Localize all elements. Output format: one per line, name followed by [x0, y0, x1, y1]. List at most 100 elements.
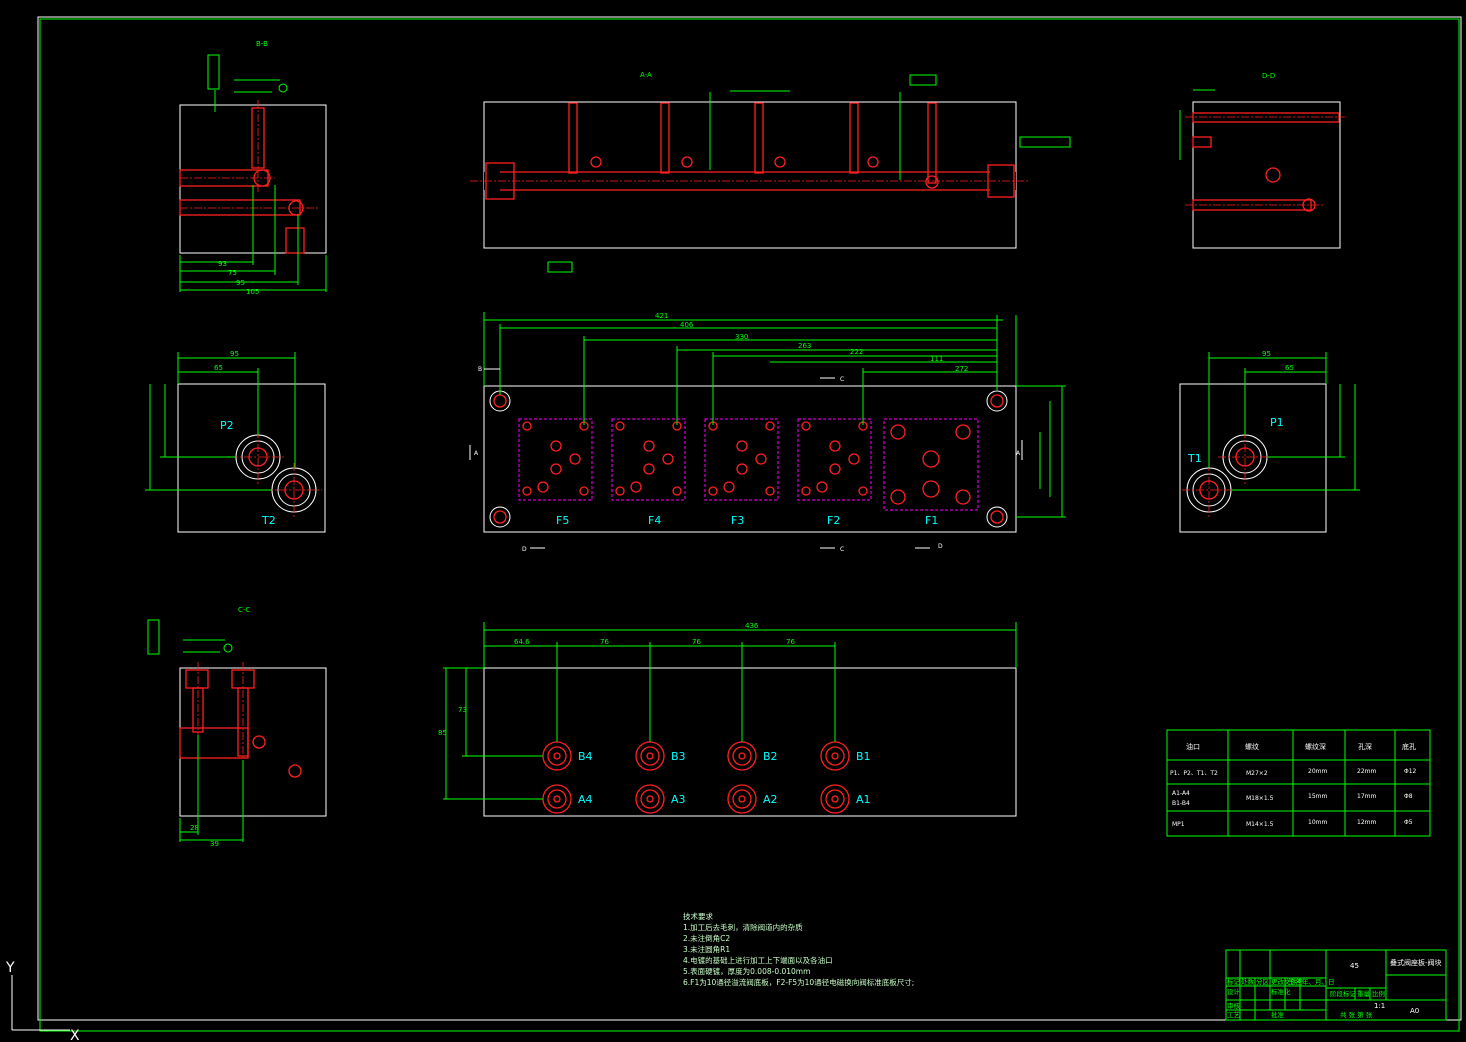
- note-line: 2.未注倒角C2: [683, 933, 730, 943]
- dim-75: 75: [228, 269, 237, 277]
- dim-93: 93: [218, 260, 227, 268]
- dim-95: 95: [236, 279, 245, 287]
- cut-marker-d-left: D: [522, 546, 527, 553]
- dim-222: 222: [850, 348, 863, 356]
- valve-pad-f1: [883, 418, 979, 511]
- tb-cell-review: 审核: [1227, 1001, 1241, 1010]
- technical-notes: 技术要求 1.加工后去毛刺，清除阀道内的杂质 2.未注倒角C2 3.未注圆角R1…: [683, 911, 914, 987]
- section-cc-view: 28 39 C-C: [147, 606, 327, 848]
- inner-frame: [39, 18, 1460, 1032]
- cut-marker-b: B: [478, 366, 482, 373]
- cut-marker-a-right: A: [1016, 450, 1021, 457]
- table-cell: 15mm: [1308, 793, 1327, 800]
- tb-cell-scale: 比例: [1372, 989, 1385, 998]
- tb-cell-count: 处数: [1241, 977, 1255, 986]
- note-line: 3.未注圆角R1: [683, 944, 730, 954]
- dim-263: 263: [798, 342, 811, 350]
- table-cell: 10mm: [1308, 819, 1327, 826]
- dim-85: 85: [438, 729, 447, 737]
- valve-pad-f3: [704, 418, 779, 501]
- port-f2: F2: [827, 514, 840, 527]
- port-f3: F3: [731, 514, 744, 527]
- tb-cell-approve: 批准: [1271, 1010, 1285, 1019]
- port-a3: A3: [671, 793, 686, 806]
- dim-330: 330: [735, 333, 748, 341]
- side-view-right: 95 65 P1 T1: [1179, 350, 1360, 533]
- dim-76-a: 76: [600, 638, 609, 646]
- dim-272: 272: [955, 365, 968, 373]
- port-f4: F4: [648, 514, 661, 527]
- section-cc-label: C-C: [238, 606, 250, 614]
- tb-cell-sheets: 共 张 第 张: [1340, 1010, 1373, 1019]
- dim-111: 111: [930, 355, 943, 363]
- ucs-y-label: Y: [5, 960, 15, 976]
- table-header-hole-depth: 孔深: [1358, 742, 1372, 751]
- tb-cell-change-doc: 更改文件号: [1271, 977, 1304, 986]
- port-a1: A1: [856, 793, 871, 806]
- port-b2: B2: [763, 750, 778, 763]
- section-aa-label: A-A: [640, 71, 652, 79]
- section-bb-view: 93 75 95 105 B-B: [179, 40, 327, 296]
- dim-65-left: 65: [214, 364, 223, 372]
- tb-cell-signature: 签名: [1288, 977, 1301, 986]
- side-view-left: 95 65 P2 T2: [145, 350, 326, 533]
- note-line: 5.表面硬镀，厚度为0.008-0.010mm: [683, 966, 810, 976]
- table-cell: 12mm: [1357, 819, 1376, 826]
- tb-drawing-name: 叠式阀座板-阀块: [1390, 958, 1442, 967]
- ucs-x-label: X: [70, 1028, 80, 1042]
- dim-95-left: 95: [230, 350, 239, 358]
- note-line: 1.加工后去毛刺，清除阀道内的杂质: [683, 922, 803, 932]
- tb-scale: 1:1: [1374, 1002, 1385, 1010]
- port-b4: B4: [578, 750, 593, 763]
- notes-title: 技术要求: [683, 911, 713, 921]
- tb-cell-date: 年、月、日: [1302, 977, 1335, 986]
- port-b1: B1: [856, 750, 871, 763]
- cut-marker-d-right: D: [938, 543, 943, 550]
- tb-cell-design: 设计: [1227, 987, 1241, 996]
- thread-table: 油口 螺纹 螺纹深 孔深 底孔 P1、P2、T1、T2 M27×2 20mm 2…: [1166, 729, 1431, 837]
- port-t1: T1: [1187, 452, 1202, 465]
- tb-cell-process: 工艺: [1227, 1011, 1241, 1019]
- tb-cell-stage: 阶段标记: [1330, 989, 1357, 998]
- valve-pad-f4: [611, 418, 686, 501]
- top-view-valves: 421 406 330 263 222 111 272 B D A A C C …: [469, 312, 1066, 553]
- port-b3: B3: [671, 750, 686, 763]
- table-cell: 17mm: [1357, 793, 1376, 800]
- table-header-thread: 螺纹: [1245, 742, 1259, 751]
- dim-95-right: 95: [1262, 350, 1271, 358]
- table-cell: M14×1.5: [1246, 821, 1274, 828]
- section-dd-view: D-D: [1179, 72, 1345, 249]
- dim-39: 39: [210, 840, 219, 848]
- table-cell: Φ8: [1404, 793, 1413, 800]
- front-view-ports: 436 64.6 76 76 76 85 73 B4 B3 B2 B1 A4 A…: [438, 622, 1017, 817]
- port-a2: A2: [763, 793, 778, 806]
- cut-marker-c-bottom: C: [840, 546, 844, 553]
- dim-421: 421: [655, 312, 668, 320]
- table-cell: M27×2: [1246, 770, 1268, 777]
- port-f5: F5: [556, 514, 569, 527]
- port-a4: A4: [578, 793, 593, 806]
- note-line: 4.电镀的基础上进行加工上下端面以及各油口: [683, 955, 833, 965]
- valve-pad-f2: [797, 418, 872, 501]
- section-aa-view: A-A: [470, 71, 1071, 273]
- section-bb-label: B-B: [256, 40, 268, 48]
- dim-73: 73: [458, 706, 467, 714]
- tb-cell-weight: 重量: [1357, 990, 1371, 998]
- table-cell: Φ5: [1404, 819, 1413, 826]
- port-p2: P2: [220, 419, 234, 432]
- dim-76-b: 76: [692, 638, 701, 646]
- table-cell: P1、P2、T1、T2: [1170, 770, 1218, 777]
- note-line: 6.F1为10通径溢流阀底板，F2-F5为10通径电磁换向阀标准底板尺寸;: [683, 977, 914, 987]
- cut-marker-a-left: A: [474, 450, 479, 457]
- table-cell: MP1: [1172, 821, 1185, 828]
- table-cell: M18×1.5: [1246, 795, 1274, 802]
- port-f1: F1: [925, 514, 938, 527]
- table-cell: 20mm: [1308, 768, 1327, 775]
- dim-436: 436: [745, 622, 759, 630]
- tb-cell-standard: 标准化: [1271, 987, 1291, 996]
- dim-105: 105: [246, 288, 259, 296]
- dim-64-6: 64.6: [514, 638, 530, 646]
- tb-sheet-size: A0: [1410, 1007, 1419, 1015]
- table-cell: 22mm: [1357, 768, 1376, 775]
